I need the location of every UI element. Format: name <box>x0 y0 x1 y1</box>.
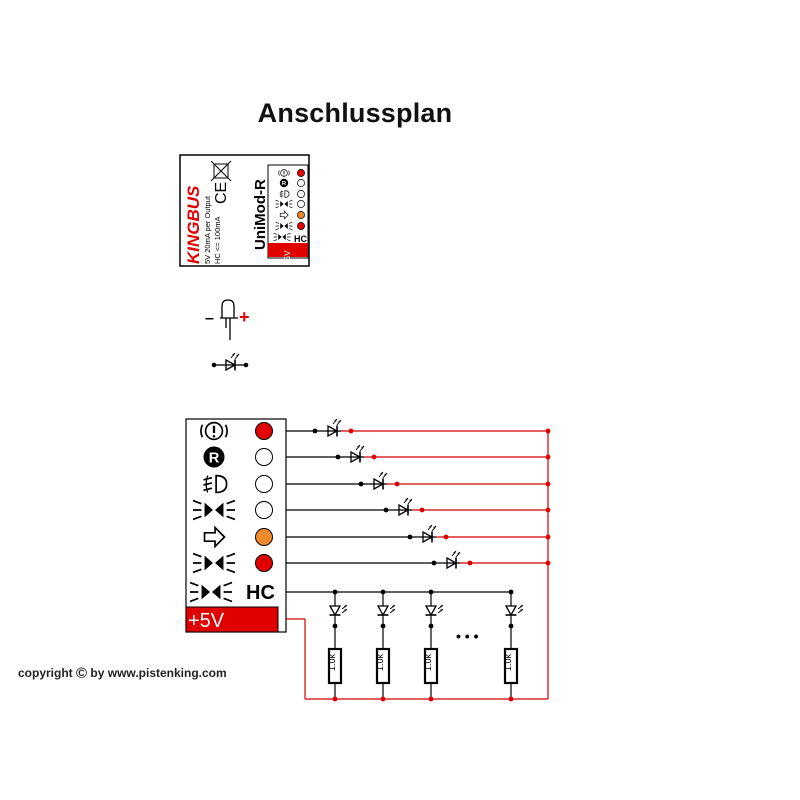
brand-logo: KINGBUS <box>184 185 203 264</box>
mini-indicator-4 <box>297 200 305 208</box>
output-led-1 <box>324 418 342 438</box>
fog-light-icon <box>203 474 228 494</box>
output-row-3 <box>203 474 273 494</box>
output-led-indicator-1 <box>255 422 273 440</box>
model-name: UniMod-R <box>252 179 269 250</box>
output-branch-6 <box>286 550 551 570</box>
svg-text:R: R <box>209 450 220 466</box>
output-led-indicator-2 <box>255 448 273 466</box>
copyright-notice: copyright © by www.pistenking.com <box>18 665 227 682</box>
output-led-4 <box>395 497 413 517</box>
output-led-6 <box>443 550 461 570</box>
led-legend: – + <box>205 299 250 372</box>
supply-label: +5V <box>188 610 225 632</box>
supply-bar <box>185 606 279 633</box>
warning-icon <box>200 421 228 441</box>
connector-block: R HC +5V <box>185 418 287 633</box>
hc-branch-4: 1.0k <box>503 589 524 702</box>
output-row-1 <box>200 421 273 441</box>
output-led-indicator-4 <box>255 501 273 519</box>
page-title: Anschlussplan <box>257 98 453 128</box>
copyright-text: by www.pistenking.com <box>90 666 227 680</box>
weee-bin-icon <box>210 160 232 182</box>
tail-light-icon <box>192 552 236 574</box>
hc-label: HC <box>246 582 275 604</box>
resistor-label-2: 1.0k <box>375 653 385 671</box>
output-led-2 <box>347 444 365 464</box>
hc-led-2 <box>376 604 396 616</box>
output-row-5 <box>203 525 273 549</box>
more-leds-ellipsis: • • • <box>456 628 479 644</box>
hc-branch-2: 1.0k <box>375 589 396 702</box>
spec-line-2: HC <= 100mA <box>213 216 222 264</box>
output-branch-2 <box>286 444 551 464</box>
high-current-icon <box>189 581 233 603</box>
high-current-icon <box>189 581 233 603</box>
turn-signal-icon <box>203 525 226 549</box>
hc-branch-3: 1.0k <box>423 589 444 702</box>
mini-indicator-6 <box>297 222 305 230</box>
turn-signal-icon <box>279 210 289 220</box>
fog-light-icon <box>279 190 290 198</box>
mini-indicator-1 <box>297 169 305 177</box>
output-row-2: R <box>203 446 273 468</box>
brake-light-icon <box>192 499 236 521</box>
output-branch-4 <box>286 497 551 517</box>
output-branch-3 <box>286 471 551 491</box>
resistor-label-1: 1.0k <box>327 653 337 671</box>
hc-led-1 <box>328 604 348 616</box>
spec-line-1: 5V 20mA per Output <box>203 195 212 264</box>
hc-led-4 <box>504 604 524 616</box>
led-bulb-icon <box>220 299 238 340</box>
led-symbol-icon <box>222 352 240 372</box>
output-branch-1 <box>286 418 551 438</box>
mini-indicator-2 <box>297 179 305 187</box>
output-led-indicator-6 <box>255 554 273 572</box>
tail-light-icon <box>275 221 293 231</box>
resistor-label-4: 1.0k <box>503 653 513 671</box>
output-row-6 <box>192 552 273 574</box>
output-led-5 <box>419 524 437 544</box>
resistor-label-3: 1.0k <box>423 653 433 671</box>
reverse-icon: R <box>279 178 289 188</box>
legend-plus: + <box>239 307 250 327</box>
warning-icon <box>278 169 290 177</box>
mini-indicator-5 <box>297 211 305 219</box>
mini-supply-label: +5V <box>283 250 292 265</box>
hc-led-3 <box>424 604 444 616</box>
copyright-icon: © <box>76 665 88 682</box>
output-led-3 <box>370 471 388 491</box>
reverse-icon: R <box>203 446 225 468</box>
hc-branch-1: 1.0k <box>327 589 348 702</box>
output-led-indicator-3 <box>255 475 273 493</box>
module-label: KINGBUS 5V 20mA per Output HC <= 100mA C… <box>179 154 310 267</box>
output-led-indicator-5 <box>255 528 273 546</box>
brake-light-icon <box>275 199 293 209</box>
output-row-4 <box>192 499 273 521</box>
wiring: 1.0k 1.0k 1.0k 1.0k <box>286 418 551 702</box>
output-branch-5 <box>286 524 551 544</box>
high-current-icon <box>273 232 291 242</box>
copyright-prefix: copyright <box>18 666 73 680</box>
ce-mark: CE <box>213 182 230 204</box>
mini-supply-bar <box>268 243 308 257</box>
mini-hc-label: HC <box>294 234 307 244</box>
svg-text:R: R <box>282 181 287 187</box>
mini-indicator-3 <box>297 190 305 198</box>
legend-minus: – <box>205 310 214 327</box>
